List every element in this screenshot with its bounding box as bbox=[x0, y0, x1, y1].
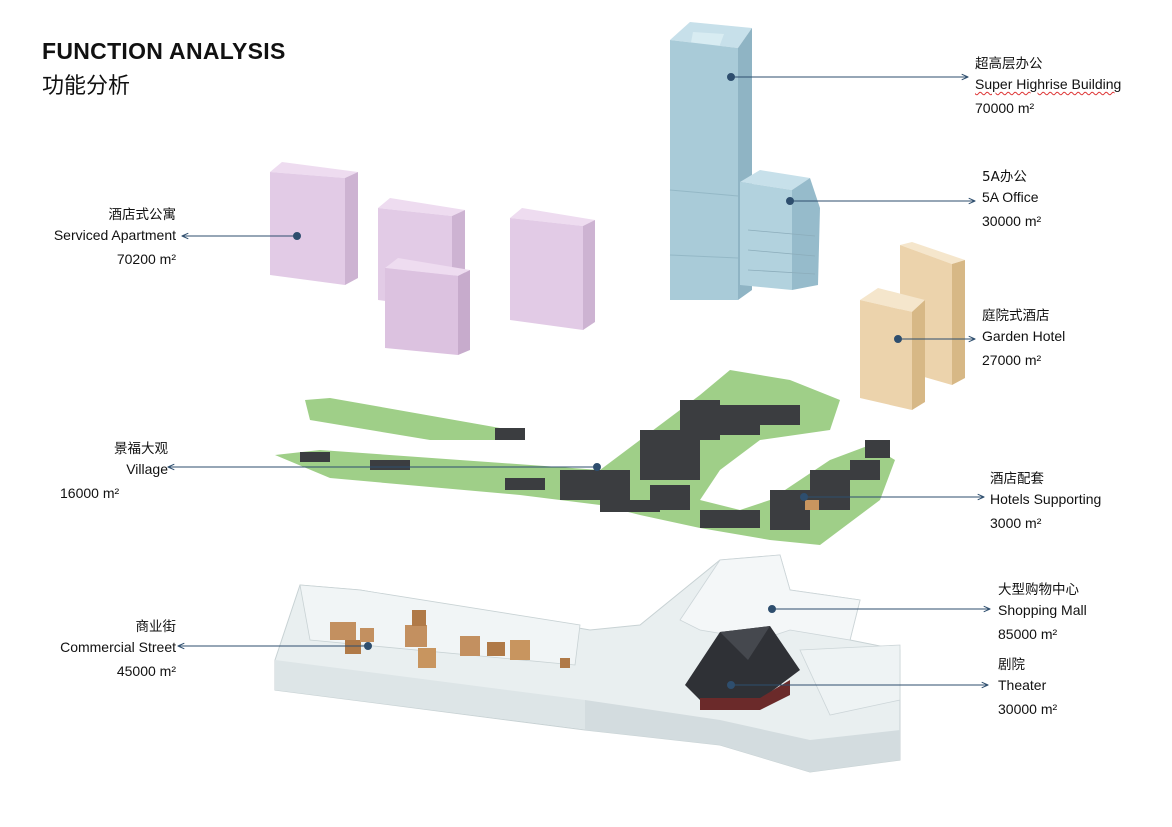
label-area: 27000 m² bbox=[982, 352, 1042, 368]
label-en: Village bbox=[126, 461, 168, 477]
label-cn: 5A办公 bbox=[982, 169, 1027, 185]
label-cn: 大型购物中心 bbox=[998, 582, 1079, 598]
label-theater: 剧院 Theater 30000 m² bbox=[998, 655, 1057, 719]
garden-hotel-building bbox=[860, 242, 965, 410]
page-subtitle: 功能分析 bbox=[42, 74, 131, 99]
label-village: 景福大观 Village 16000 m² bbox=[60, 439, 168, 503]
label-cn: 景福大观 bbox=[114, 441, 168, 457]
page-title: FUNCTION ANALYSIS bbox=[42, 38, 286, 64]
theater-building bbox=[685, 626, 800, 710]
label-en: 5A Office bbox=[982, 189, 1039, 205]
super-highrise-building bbox=[669, 22, 752, 300]
label-super-highrise: 超高层办公 Super Highrise Building 70000 m² bbox=[975, 54, 1121, 118]
label-area: 30000 m² bbox=[982, 213, 1042, 229]
label-en: Shopping Mall bbox=[998, 602, 1087, 618]
label-area: 70200 m² bbox=[116, 251, 176, 267]
leader-lines bbox=[168, 73, 990, 689]
label-area: 30000 m² bbox=[998, 701, 1058, 717]
label-en: Serviced Apartment bbox=[53, 227, 176, 243]
label-commercial-street: 商业街 Commercial Street 45000 m² bbox=[40, 617, 176, 681]
label-area: 85000 m² bbox=[998, 626, 1058, 642]
label-garden-hotel: 庭院式酒店 Garden Hotel 27000 m² bbox=[982, 306, 1065, 370]
label-cn: 剧院 bbox=[998, 657, 1025, 673]
label-hotels-supporting: 酒店配套 Hotels Supporting 3000 m² bbox=[990, 469, 1101, 533]
label-area: 70000 m² bbox=[975, 100, 1035, 116]
label-serviced-apartment: 酒店式公寓 Serviced Apartment 70200 m² bbox=[30, 205, 176, 269]
label-5a-office: 5A办公 5A Office 30000 m² bbox=[982, 167, 1041, 231]
podium-block bbox=[274, 554, 901, 773]
label-area: 16000 m² bbox=[60, 485, 120, 501]
label-cn: 超高层办公 bbox=[975, 56, 1043, 72]
label-en: Theater bbox=[998, 677, 1047, 693]
label-area: 3000 m² bbox=[990, 515, 1042, 531]
label-en: Garden Hotel bbox=[982, 328, 1066, 344]
label-en: Hotels Supporting bbox=[990, 491, 1102, 507]
label-cn: 酒店配套 bbox=[990, 471, 1044, 487]
village-roofs bbox=[300, 400, 890, 530]
hotels-supporting-building bbox=[805, 500, 819, 510]
5a-office-building bbox=[740, 170, 820, 290]
label-shopping-mall: 大型购物中心 Shopping Mall 85000 m² bbox=[998, 580, 1087, 644]
commercial-street-buildings bbox=[330, 610, 570, 668]
label-area: 45000 m² bbox=[116, 663, 176, 679]
label-cn: 商业街 bbox=[135, 619, 177, 635]
label-cn: 酒店式公寓 bbox=[108, 207, 177, 223]
label-en: Commercial Street bbox=[60, 639, 176, 655]
label-en: Super Highrise Building bbox=[975, 76, 1122, 92]
label-cn: 庭院式酒店 bbox=[982, 308, 1050, 324]
serviced-apartment-buildings bbox=[270, 162, 595, 355]
